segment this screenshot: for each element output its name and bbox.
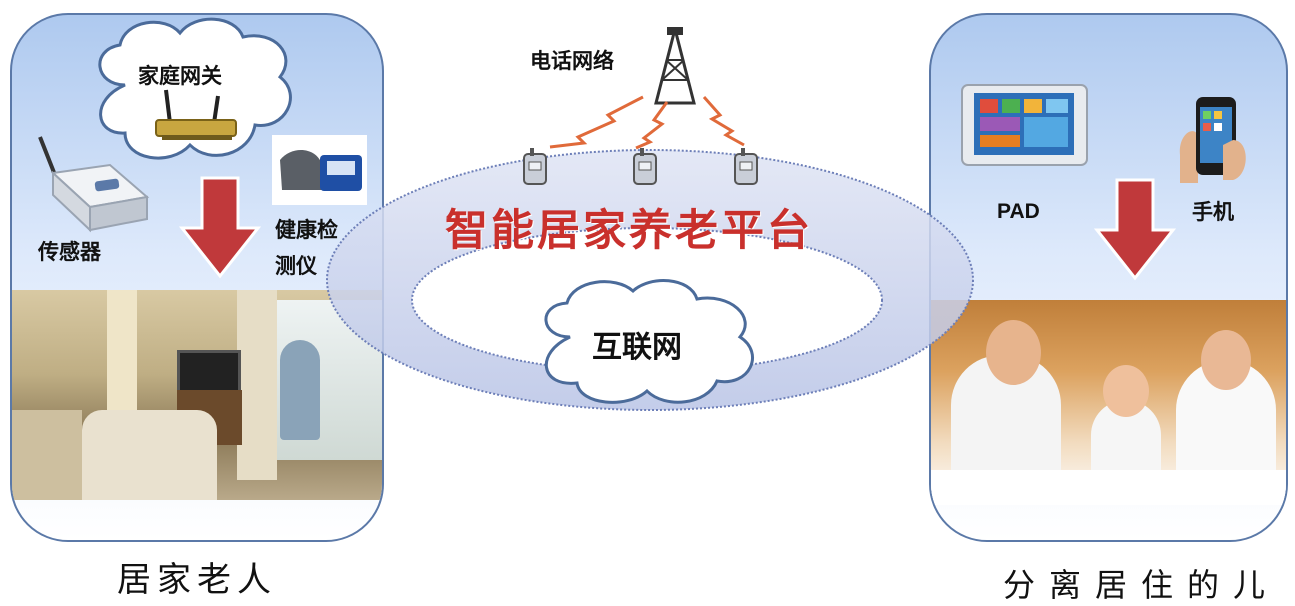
health-monitor-label-line2: 测仪 [275, 254, 317, 278]
child-head [1103, 365, 1149, 417]
sofa [82, 410, 217, 500]
phone-network-label: 电话网络 [530, 49, 614, 73]
gateway-label: 家庭网关 [138, 64, 222, 88]
terminal-device-icon-1 [523, 148, 547, 185]
curtain [237, 290, 277, 480]
television-icon [177, 350, 241, 394]
home-elderly-caption: 居家老人 [117, 560, 277, 600]
dining-table [931, 470, 1286, 505]
down-arrow-left [178, 176, 262, 279]
phone-label: 手机 [1192, 200, 1234, 224]
mother-head [1201, 330, 1251, 390]
pad-label: PAD [997, 200, 1040, 223]
living-room-photo [12, 290, 382, 500]
health-monitor-label-line1: 健康检 [275, 218, 338, 242]
gateway-cloud [98, 17, 292, 160]
sensor-icon [38, 136, 150, 233]
remote-family-caption: 分离居住的儿 [1003, 566, 1280, 604]
terminal-device-icon-2 [633, 148, 657, 185]
signal-bolt-icon-right [702, 96, 745, 147]
internet-label: 互联网 [592, 330, 682, 365]
father-head [986, 320, 1041, 385]
family-dinner-photo [931, 300, 1286, 505]
tablet-icon [961, 84, 1088, 166]
down-arrow-right [1093, 178, 1177, 281]
smartphone-icon [1179, 97, 1246, 183]
elderly-couple-figure [280, 340, 320, 440]
internet-cloud [544, 279, 754, 404]
cell-tower-icon [654, 27, 696, 105]
router-icon [155, 89, 237, 140]
armchair [12, 410, 82, 500]
platform-title: 智能居家养老平台 [445, 206, 813, 256]
sensor-label: 传感器 [38, 240, 101, 264]
signal-bolt-icon-left [549, 95, 644, 149]
health-monitor-icon [272, 135, 367, 205]
signal-bolt-icon-middle [635, 101, 669, 150]
terminal-device-icon-3 [734, 148, 758, 185]
